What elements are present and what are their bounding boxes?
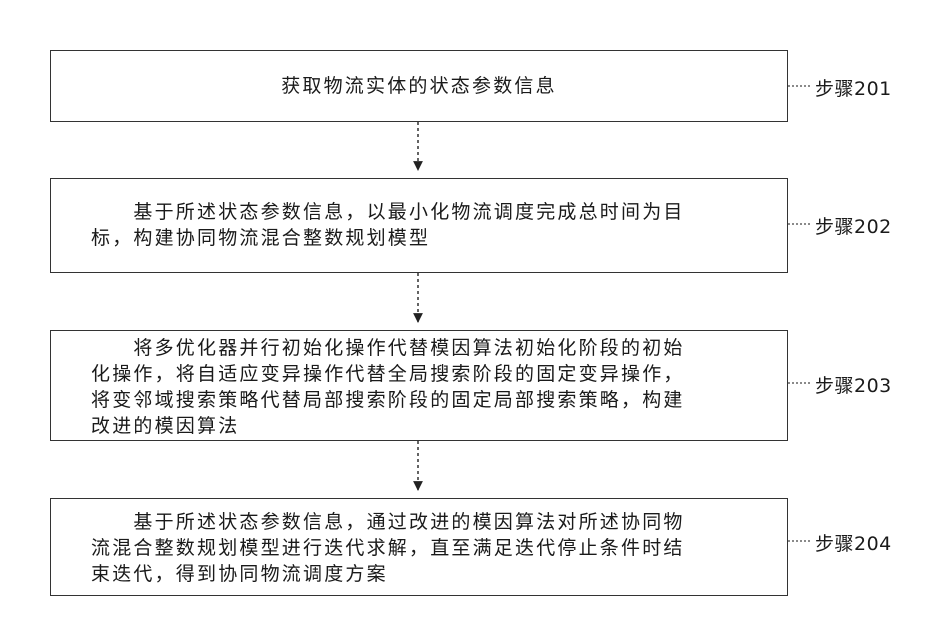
step-202-text: 基于所述状态参数信息，以最小化物流调度完成总时间为目 标，构建协同物流混合整数规… [91, 199, 685, 251]
step-203-label: 步骤203 [815, 371, 892, 398]
step-202-label: 步骤202 [815, 212, 892, 239]
step-201-text: 获取物流实体的状态参数信息 [51, 73, 787, 99]
step-204-text: 基于所述状态参数信息，通过改进的模因算法对所述协同物 流混合整数规划模型进行迭代… [91, 509, 685, 587]
step-203-box: 将多优化器并行初始化操作代替模因算法初始化阶段的初始 化操作，将自适应变异操作代… [50, 330, 788, 441]
step-201-label: 步骤201 [815, 74, 892, 101]
step-204-box: 基于所述状态参数信息，通过改进的模因算法对所述协同物 流混合整数规划模型进行迭代… [50, 498, 788, 596]
step-202-box: 基于所述状态参数信息，以最小化物流调度完成总时间为目 标，构建协同物流混合整数规… [50, 178, 788, 273]
step-201-box: 获取物流实体的状态参数信息 [50, 50, 788, 122]
step-203-text: 将多优化器并行初始化操作代替模因算法初始化阶段的初始 化操作，将自适应变异操作代… [91, 335, 685, 439]
step-204-label: 步骤204 [815, 529, 892, 556]
